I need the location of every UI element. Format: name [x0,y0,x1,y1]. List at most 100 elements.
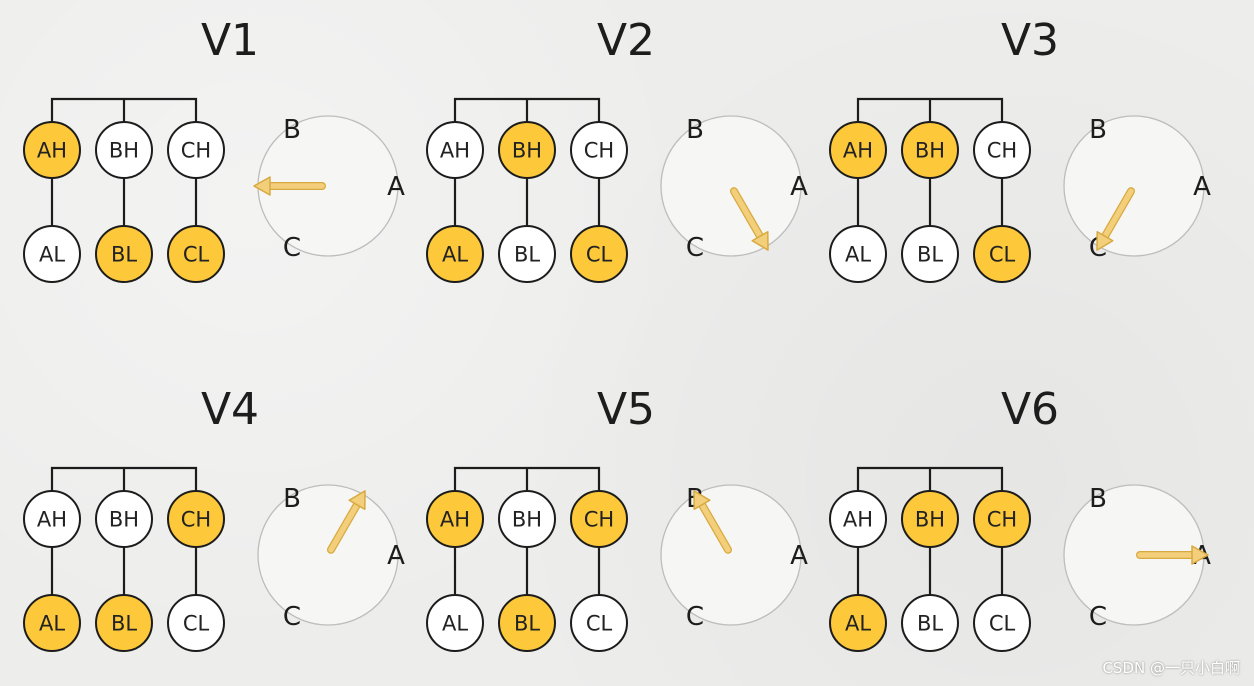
switch-circle [23,490,81,548]
switch-circle [95,490,153,548]
vector-dial: ABC [660,484,808,632]
dc-bus-line [50,466,198,491]
switch-cl: CL [973,594,1031,652]
switch-circle [901,594,959,652]
switch-label: CL [183,612,210,636]
switch-label: CH [584,508,614,532]
switch-circle [23,594,81,652]
panel-title: V4 [201,384,259,435]
switch-label: BH [915,139,945,163]
switch-circle [570,121,628,179]
switch-circle [167,121,225,179]
switch-label: CL [989,612,1016,636]
switch-label: BH [512,139,542,163]
switch-ah: AH [23,121,81,179]
switch-circle [95,594,153,652]
switch-label: AL [442,612,468,636]
panel-title: V6 [1001,384,1059,435]
phase-label-b: B [1089,115,1107,145]
switch-circle [829,225,887,283]
switch-label: AL [845,243,871,267]
switch-label: BL [917,243,943,267]
phase-label-c: C [283,233,301,263]
arrow-shaft [699,502,731,553]
dc-bus-line [453,466,601,491]
switch-label: CH [987,508,1017,532]
switch-circle [901,490,959,548]
switch-ah: AH [426,121,484,179]
dc-bus-line [856,97,1004,122]
switch-circle [570,490,628,548]
switch-label: BL [514,612,540,636]
voltage-vector-arrow [1136,545,1209,565]
switch-bh: BH [95,490,153,548]
panel-v6: V6AHBHCHALBLCLABC [829,384,1211,652]
switch-al: AL [23,594,81,652]
panel-title: V5 [597,384,655,435]
switch-circle [167,490,225,548]
switch-label: BL [514,243,540,267]
panel-v5: V5AHBHCHALBLCLABC [426,384,808,652]
switch-label: AL [845,612,871,636]
switch-ah: AH [426,490,484,548]
switch-circle [570,594,628,652]
switch-circle [973,594,1031,652]
switch-circle [498,490,556,548]
switch-bl: BL [95,225,153,283]
dc-bus-line [453,97,601,122]
switch-cl: CL [167,225,225,283]
switch-circle [829,594,887,652]
voltage-vector-arrow [1096,187,1135,251]
switch-ch: CH [570,121,628,179]
switch-circle [95,121,153,179]
phase-label-c: C [1089,602,1107,632]
switch-label: BH [109,508,139,532]
switch-circle [23,121,81,179]
vector-dial: A B C [660,115,808,263]
switch-cl: CL [167,594,225,652]
switch-bh: BH [498,121,556,179]
switch-label: AL [442,243,468,267]
switch-circle [498,121,556,179]
phase-label-a: A [790,541,808,571]
switch-al: AL [426,225,484,283]
switch-ch: CH [570,490,628,548]
phase-label-b: B [686,115,704,145]
switch-circle [426,121,484,179]
switch-circle [426,594,484,652]
arrow-shaft [731,188,763,239]
phase-label-a: A [1193,172,1211,202]
phase-label-c: C [686,233,704,263]
arrow-head [1096,230,1114,251]
switch-circle [23,225,81,283]
switch-bl: BL [901,594,959,652]
vector-dial: ABC [1063,484,1211,632]
switch-circle [498,594,556,652]
switch-ch: CH [167,490,225,548]
switch-label: BL [111,612,137,636]
switch-label: CH [181,508,211,532]
arrow-head [253,176,271,196]
switch-circle [426,490,484,548]
switch-circle [498,225,556,283]
switch-bh: BH [95,121,153,179]
switch-circle [426,225,484,283]
switch-label: CL [586,612,613,636]
switch-circle [973,490,1031,548]
arrow-head [751,230,769,251]
phase-label-a: A [790,172,808,202]
voltage-vector-arrow [730,187,769,251]
voltage-vector-arrow [693,490,732,554]
panel-title: V1 [201,15,259,66]
switch-label: CL [586,243,613,267]
switch-label: CH [584,139,614,163]
switch-label: AH [843,139,873,163]
switch-ch: CH [167,121,225,179]
dial-circle [660,484,802,626]
switch-circle [829,490,887,548]
switch-bl: BL [498,594,556,652]
switch-label: AL [39,612,65,636]
